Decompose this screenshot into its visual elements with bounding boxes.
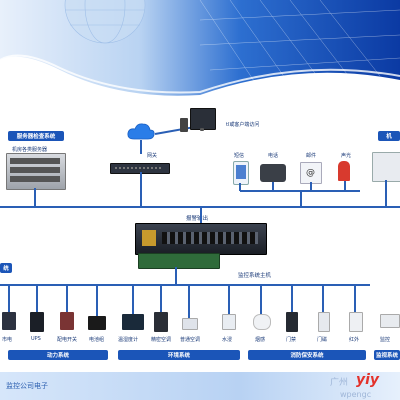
device-label: 精密空调: [151, 337, 172, 343]
left-tag: 统: [0, 263, 12, 273]
mains-power-icon: [2, 312, 16, 330]
device-label: 电池组: [89, 337, 105, 343]
door-magnet-icon: [318, 312, 330, 332]
globe-graphic: [64, 0, 146, 44]
device-label: 配电开关: [57, 337, 78, 343]
gateway-label: 网关: [147, 153, 158, 159]
host-label: 监控系统主机: [238, 273, 272, 279]
battery-icon: [88, 316, 106, 330]
switch-breaker-icon: [60, 312, 74, 330]
group-env: 环境系统: [118, 350, 240, 360]
footer-brand: yiy: [356, 372, 380, 388]
server-monitor-sub: 机房各类服务器: [12, 147, 48, 153]
device-label: 红外: [349, 337, 360, 343]
alarm-output-label: 报警输出: [186, 216, 209, 222]
footer-bar: [0, 372, 400, 400]
notify-alarm-label: 声光: [341, 153, 352, 159]
trunk-line-bottom: [0, 284, 370, 286]
access-control-icon: [286, 312, 298, 332]
server-monitor-title: 服务器检查系统: [8, 131, 64, 141]
footer-site: wpengc: [340, 390, 372, 399]
group-power: 动力系统: [8, 350, 108, 360]
camera-icon: [380, 314, 400, 328]
device-label: UPS: [31, 336, 41, 342]
cloud-icon: [127, 123, 155, 140]
device-label: 市电: [2, 337, 13, 343]
server-rack-icon: [6, 153, 66, 190]
ups-icon: [30, 312, 44, 332]
precision-ac-icon: [154, 312, 168, 332]
phone-mobile-icon: [233, 161, 249, 185]
client-pc-icon: [190, 108, 216, 130]
footer-company: 监控公司电子: [6, 382, 48, 390]
thermometer-icon: [122, 314, 144, 330]
notify-sms-label: 短信: [234, 153, 245, 159]
notify-mail-label: 邮件: [306, 153, 317, 159]
ac-unit-icon: [182, 318, 198, 330]
device-label: 水浸: [222, 337, 233, 343]
device-label: 烟感: [255, 337, 266, 343]
host-unit-icon: [135, 223, 267, 255]
device-label: 门禁: [286, 337, 297, 343]
group-security: 消防保安系统: [248, 350, 366, 360]
right-device-icon: [372, 152, 400, 182]
client-pc-label: tl或客户端访问: [226, 122, 260, 128]
infrared-icon: [349, 312, 363, 332]
device-label: 温湿度计: [118, 337, 139, 343]
group-video: 监视系统: [374, 350, 400, 360]
email-icon: @: [300, 162, 322, 184]
device-label: 普通空调: [180, 337, 201, 343]
device-label: 门磁: [317, 337, 328, 343]
device-label: 监控: [380, 337, 391, 343]
right-tag: 机: [378, 131, 400, 141]
io-module-icon: [138, 253, 220, 269]
footer-city: 广州: [330, 378, 349, 388]
notify-phone-label: 电话: [268, 153, 279, 159]
water-leak-icon: [222, 314, 236, 330]
siren-icon: [338, 161, 350, 181]
desk-phone-icon: [260, 164, 286, 182]
smoke-detector-icon: [253, 314, 271, 330]
